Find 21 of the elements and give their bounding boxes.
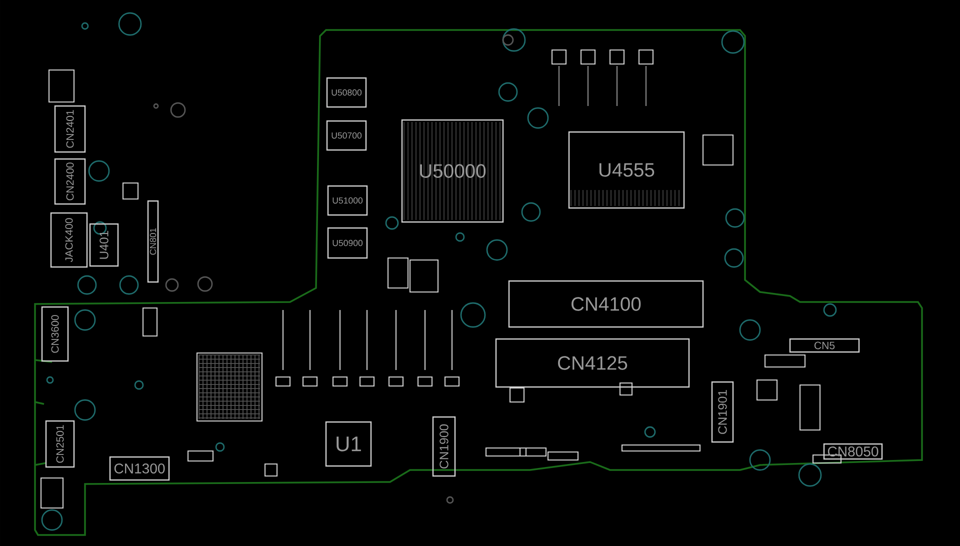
connector-outline: CN1900	[432, 416, 456, 477]
bga-chip-outline: U50000	[401, 119, 504, 223]
connector-outline: CN2501	[45, 420, 75, 468]
chip-outline: U50700	[326, 120, 367, 151]
connector-outline: CN3600	[41, 306, 69, 362]
connector-outline: CN801	[147, 200, 159, 283]
connector-outline: CN4125	[495, 338, 690, 388]
chip-outline: U50800	[326, 77, 367, 108]
connector-outline: JACK400	[50, 212, 88, 268]
bga-chip-outline: U4555	[568, 131, 685, 209]
chip-outline: U401	[89, 223, 119, 267]
connector-outline: CN2401	[54, 105, 86, 153]
connector-outline: CN5	[789, 338, 860, 353]
connector-outline: CN1300	[109, 456, 170, 481]
connector-outline: CN8050	[823, 443, 883, 460]
chip-outline: U51000	[327, 185, 368, 216]
connector-outline: CN1901	[711, 381, 734, 443]
chip-outline: U50900	[327, 227, 368, 259]
chip-outline: U1	[325, 421, 372, 467]
connector-outline: CN4100	[508, 280, 704, 328]
connector-outline: CN2400	[54, 158, 86, 205]
